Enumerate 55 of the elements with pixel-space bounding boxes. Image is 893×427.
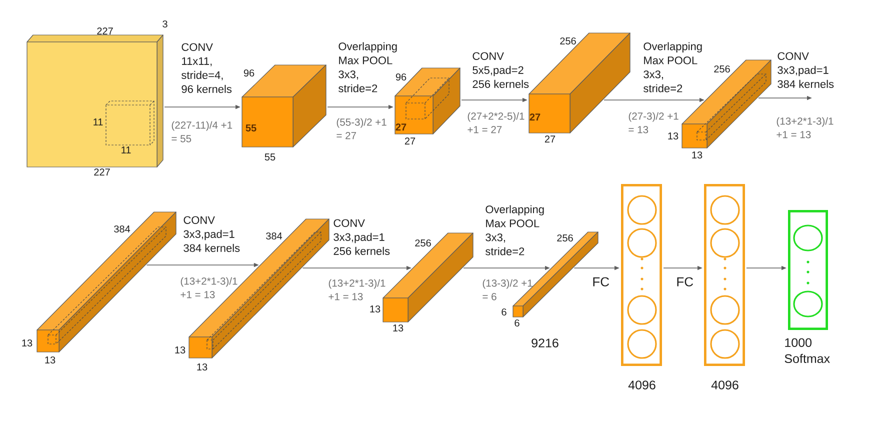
cuboid: 96 27 [394,68,460,134]
size-label: 4096 [628,380,656,390]
formula-label: (27-3)/2 +1 = 13 [628,112,678,134]
edge-label: Overlapping Max POOL 3x3, stride=2 [644,42,702,92]
formula-label: (27+2*2-5)/1 +1 = 27 [468,112,524,134]
edge-label: Overlapping Max POOL 3x3, stride=2 [486,205,544,256]
dimension-label: 27 [404,138,416,144]
formula-label: (13+2*1-3)/1 +1 = 13 [328,279,386,300]
edge-label: CONV 3x3,pad=1 256 kernels [334,219,390,255]
dimension-label: 13 [175,346,186,354]
edge-label: Overlapping Max POOL 3x3, stride=2 [338,42,397,92]
cuboid: 96 55 [242,64,326,148]
node-label: 27 [396,124,406,130]
dimension-label: 384 [266,232,282,240]
formula-label: (227-11)/4 +1 = 55 [172,121,232,142]
cuboid: 11 11 [26,34,164,168]
dimension-label: 6 [502,308,506,316]
node-label: 27 [530,114,540,120]
dimension-label: 256 [415,239,431,247]
layer-label: 1000 Softmax [784,338,830,364]
formula-label: (13-3)/2 +1 = 6 [482,279,532,300]
layer-box [621,184,662,366]
dimension-label: 13 [370,305,380,313]
layer-box [704,184,745,366]
edge-label: CONV 11x11, stride=4, 96 kernels [182,43,232,93]
dimension-label: 13 [197,363,208,371]
dimension-label: 3 [162,20,168,28]
size-label: 9216 [532,338,558,348]
layer-box [788,210,828,330]
dimension-label: 256 [560,37,576,45]
edge-label: FC [677,277,694,286]
cuboid [36,212,176,352]
edge-label: CONV 3x3,pad=1 384 kernels [184,216,240,252]
dimension-label: 227 [94,168,110,176]
dimension-label: 55 [264,154,276,160]
formula-label: (13+2*1-3)/1 +1 = 13 [180,277,238,298]
dimension-label: 13 [45,356,56,364]
edge-label: CONV 5x5,pad=2 256 kernels [472,52,529,88]
formula-label: (13+2*1-3)/1 +1 = 13 [776,117,834,138]
dimension-label: 13 [692,151,702,159]
edge-label: CONV 3x3,pad=1 384 kernels [778,52,834,88]
dimension-label: 27 [544,136,556,142]
formula-label: (55-3)/2 +1 = 27 [336,118,386,140]
dimension-label: 13 [393,324,404,332]
dimension-label: 384 [114,225,130,233]
size-label: 4096 [711,380,738,390]
dimension-label: 6 [514,319,520,327]
dimension-label: 13 [668,132,678,140]
dimension-label: 13 [22,339,32,347]
dimension-label: 256 [557,234,573,242]
node-label: 96 [244,69,254,77]
dimension-label: 227 [97,28,113,34]
edge-label: FC [593,277,610,286]
dimension-label: 256 [714,65,730,73]
node-label: 55 [246,124,256,132]
